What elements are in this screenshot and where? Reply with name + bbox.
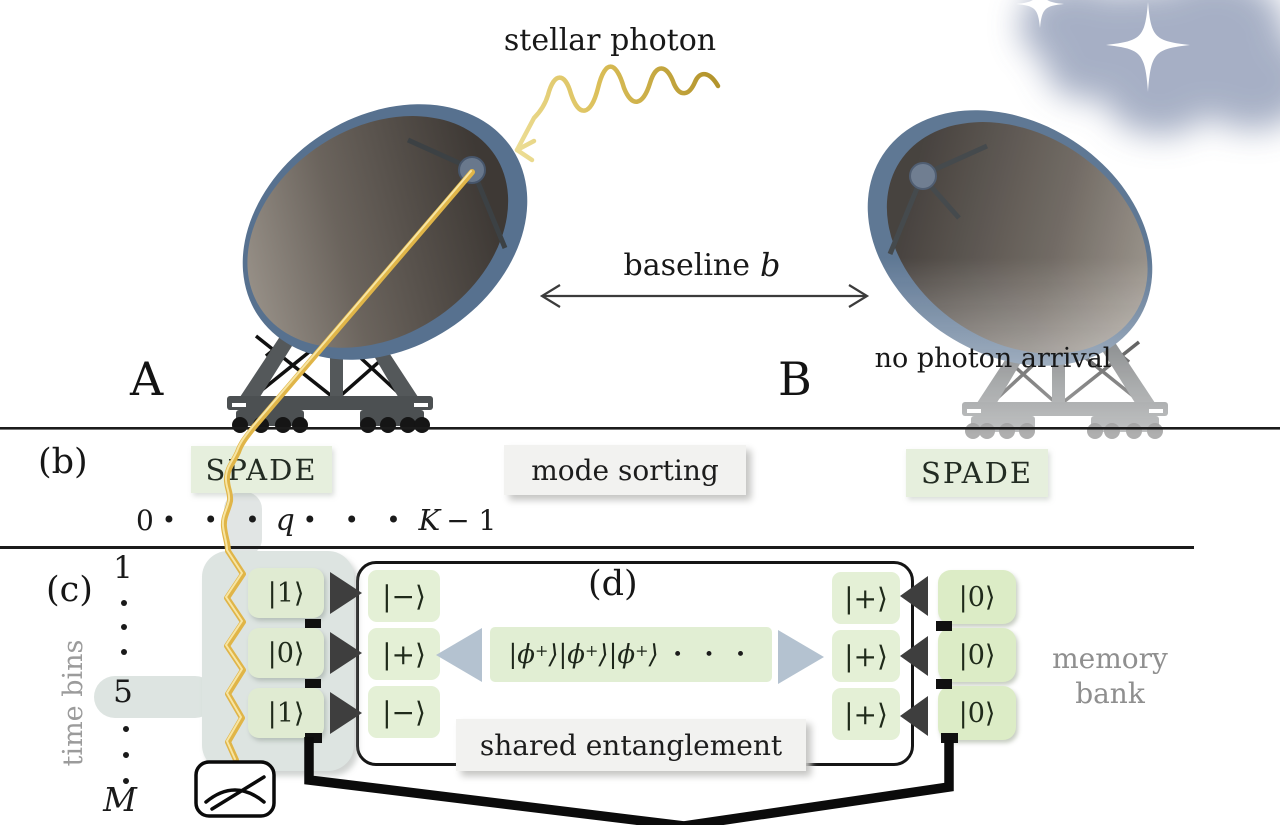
mode-axis-zero: 0 [136, 504, 154, 537]
time-bin-dot [121, 649, 127, 655]
memory-bank-line2: bank [1075, 677, 1145, 710]
section-divider-bottom [0, 546, 1194, 549]
time-bin-highlighted: 5 [113, 674, 133, 710]
no-photon-label: no photon arrival [874, 342, 1112, 374]
cable-connector [305, 733, 322, 743]
telescope-b-label: B [778, 352, 812, 406]
section-c-label: (c) [46, 570, 93, 610]
baseline-arrow [539, 284, 870, 308]
time-bin-dot [123, 752, 129, 758]
star-cloud [1016, 0, 1280, 135]
basis-state-box: |+⟩ [368, 628, 440, 680]
time-bin-dot [123, 726, 129, 732]
mode-axis: 0 • • • q • • • K − 1 [136, 503, 496, 538]
time-bin-first: 1 [113, 550, 133, 586]
time-bins-label: time bins [58, 639, 89, 767]
detected-state-box: |1⟩ [248, 568, 324, 618]
telescope-a-label: A [130, 352, 164, 406]
time-bin-dot [121, 624, 127, 630]
mode-axis-k: K [418, 503, 441, 537]
photon-wave-icon [514, 64, 721, 163]
baseline-label: baseline b [612, 246, 792, 284]
time-bin-last: M [103, 780, 137, 819]
time-bin-dot [121, 600, 127, 606]
mode-axis-minus-one: − 1 [446, 504, 497, 537]
mode-axis-dots: • • • [161, 506, 270, 534]
section-divider-top [0, 427, 1280, 430]
state-connector [936, 621, 952, 631]
mode-sorting-box: mode sorting [504, 445, 746, 495]
baseline-word: baseline [623, 247, 751, 283]
spade-box-right: SPADE [906, 449, 1048, 497]
memory-state-box: |0⟩ [938, 570, 1016, 624]
shared-entanglement-box: shared entanglement [456, 719, 806, 771]
spade-box-left: SPADE [191, 446, 332, 493]
memory-state-box: |0⟩ [938, 686, 1016, 740]
mode-axis-dots: • • • [302, 506, 411, 534]
bell-pairs-box: |ϕ+⟩|ϕ+⟩|ϕ+⟩ • • • [490, 627, 772, 682]
detected-state-box: |0⟩ [248, 628, 324, 678]
ellipsis-dots: • • • [672, 644, 754, 665]
basis-state-box: |−⟩ [368, 570, 440, 622]
cable-connector [941, 733, 958, 743]
state-connector [936, 679, 952, 689]
state-connector [305, 679, 321, 688]
memory-bank-label: memory bank [1040, 641, 1180, 711]
telescope-a [227, 104, 528, 433]
bell-pair-ket: |ϕ+⟩ [508, 639, 559, 670]
star-sparkle-icon [1106, 2, 1190, 92]
bell-pair-ket: |ϕ+⟩ [558, 639, 609, 670]
section-d-label: (d) [588, 564, 638, 604]
basis-state-box: |+⟩ [832, 630, 900, 682]
memory-bank-line1: memory [1052, 642, 1168, 675]
bell-pair-ket: |ϕ+⟩ [608, 639, 659, 670]
time-bin-dot [123, 778, 129, 784]
basis-state-box: |−⟩ [368, 686, 440, 738]
section-b-label: (b) [38, 442, 88, 482]
memory-state-box: |0⟩ [938, 628, 1016, 682]
state-connector [305, 619, 321, 628]
stellar-photon-label: stellar photon [503, 22, 717, 58]
basis-state-box: |+⟩ [832, 688, 900, 740]
star-sparkle-icon [1016, 0, 1064, 28]
baseline-variable: b [760, 246, 781, 284]
basis-state-box: |+⟩ [832, 572, 900, 624]
time-bin-5-arm [94, 676, 216, 718]
mode-axis-q: q [275, 503, 295, 538]
detected-state-box: |1⟩ [248, 688, 324, 738]
